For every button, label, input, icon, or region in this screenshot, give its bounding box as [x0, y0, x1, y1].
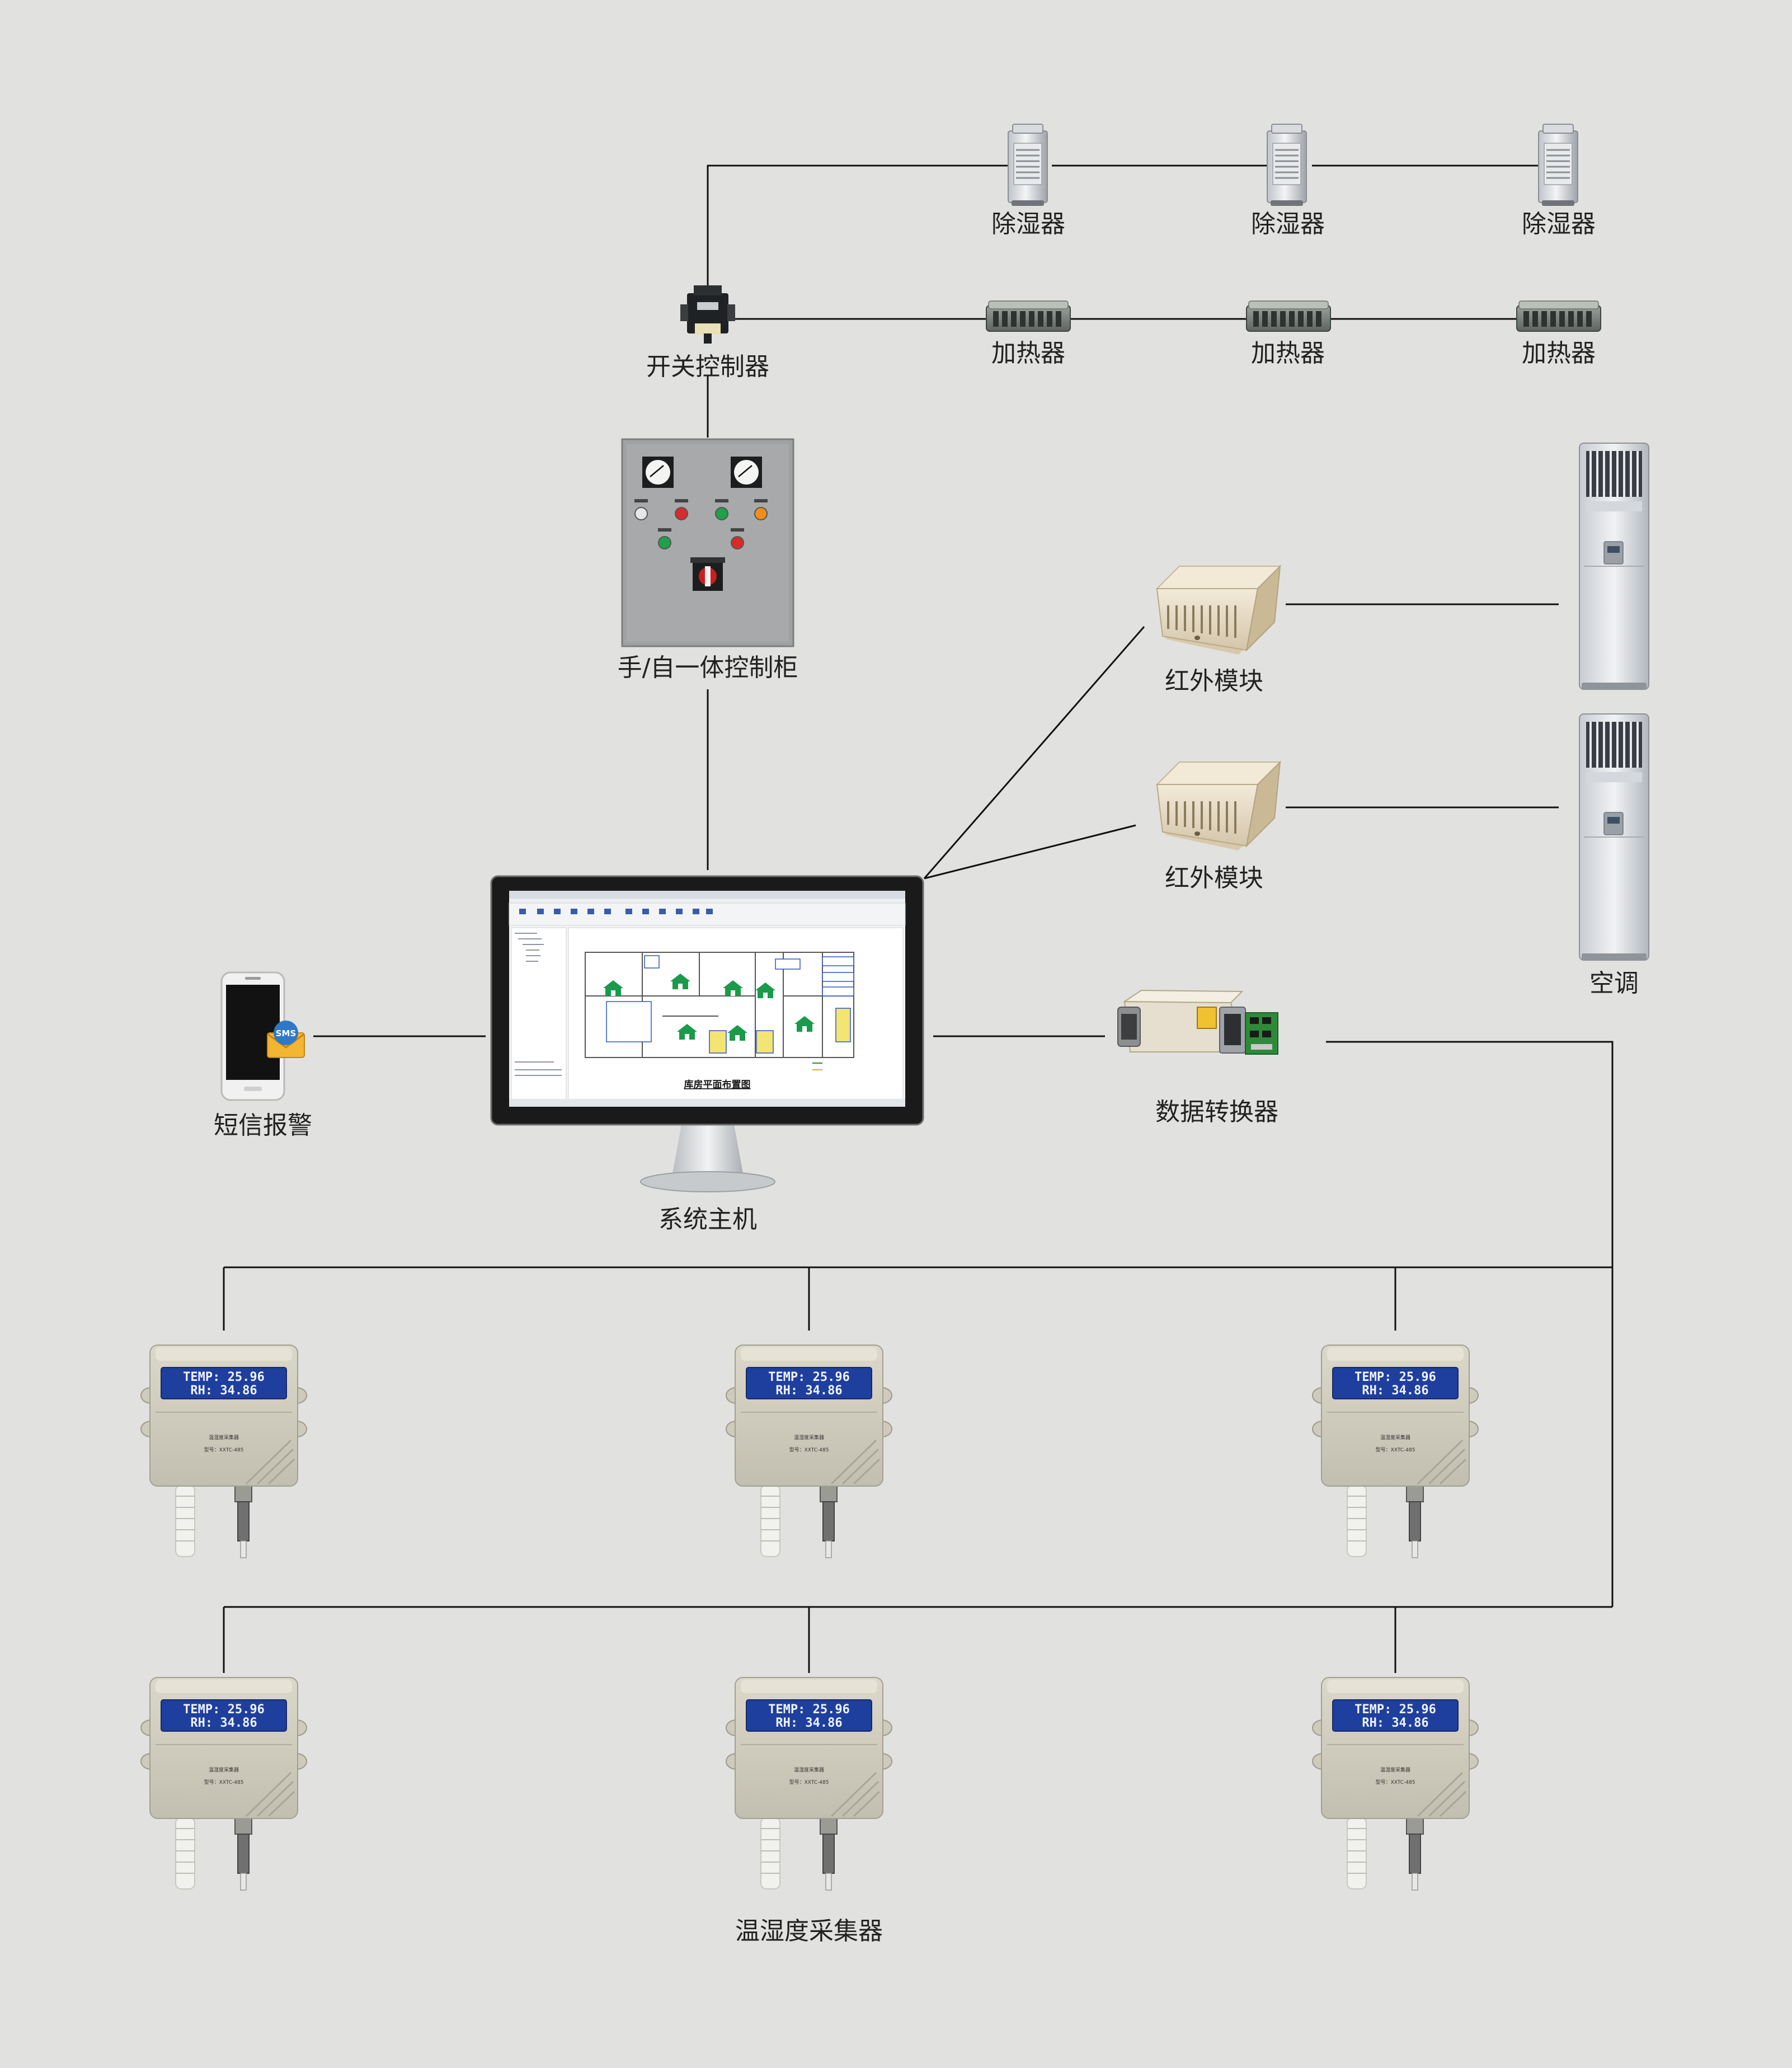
wires	[223, 164, 1614, 1673]
dehumidifier-label: 除湿器	[1251, 210, 1325, 238]
dehumidifier-2: 除湿器	[1251, 123, 1325, 238]
heater-3: 加热器	[1516, 300, 1601, 368]
lcd-temp: TEMP: 25.96	[768, 1370, 850, 1384]
sensor-name: 温湿度采集器	[794, 1434, 824, 1441]
lcd-rh: RH: 34.86	[1362, 1716, 1428, 1730]
heater-label: 加热器	[1522, 339, 1596, 368]
ir-module-label: 红外模块	[1165, 667, 1263, 695]
dehumidifier-label: 除湿器	[991, 210, 1065, 238]
sms-envelope-icon: SMS	[267, 1021, 305, 1058]
air-conditioner-2: 空调	[1578, 713, 1650, 998]
heater-1: 加热器	[986, 300, 1071, 368]
heater-2: 加热器	[1246, 300, 1331, 368]
lcd-temp: TEMP: 25.96	[183, 1370, 265, 1384]
switch-controller-label: 开关控制器	[646, 352, 769, 381]
sensor-group-label: 温湿度采集器	[735, 1917, 883, 1945]
host-label: 系统主机	[659, 1205, 757, 1234]
ir-module-label: 红外模块	[1165, 864, 1263, 892]
lcd-rh: RH: 34.86	[190, 1384, 257, 1398]
ir-module-1: 红外模块	[1156, 565, 1281, 695]
sensor-name: 温湿度采集器	[209, 1766, 239, 1773]
sms-alarm-label: 短信报警	[214, 1111, 312, 1140]
sensor-6: TEMP: 25.96 RH: 34.86 温湿度采集器 型号：XXTC-485	[1311, 1676, 1479, 1891]
air-conditioner-label: 空调	[1589, 969, 1639, 998]
lcd-rh: RH: 34.86	[775, 1384, 842, 1398]
lcd-rh: RH: 34.86	[190, 1716, 257, 1730]
control-cabinet-label: 手/自一体控制柜	[618, 654, 798, 682]
sensor-1: TEMP: 25.96 RH: 34.86 温湿度采集器 型号：XXTC-485	[140, 1344, 308, 1559]
sensor-3: TEMP: 25.96 RH: 34.86 温湿度采集器 型号：XXTC-485	[1311, 1344, 1479, 1559]
sensor-model: 型号：XXTC-485	[789, 1779, 829, 1785]
sensor-model: 型号：XXTC-485	[789, 1447, 829, 1453]
lcd-temp: TEMP: 25.96	[1354, 1703, 1436, 1717]
sensor-name: 温湿度采集器	[794, 1766, 824, 1773]
data-converter-label: 数据转换器	[1155, 1098, 1278, 1126]
sensor-name: 温湿度采集器	[209, 1434, 239, 1441]
lcd-rh: RH: 34.86	[775, 1716, 842, 1730]
lcd-temp: TEMP: 25.96	[183, 1703, 265, 1717]
lcd-rh: RH: 34.86	[1362, 1384, 1428, 1398]
lcd-temp: TEMP: 25.96	[1354, 1370, 1436, 1384]
data-converter: 数据转换器	[1117, 989, 1278, 1126]
air-conditioner-1	[1578, 442, 1650, 690]
sensor-model: 型号：XXTC-485	[204, 1447, 244, 1453]
sensor-5: TEMP: 25.96 RH: 34.86 温湿度采集器 型号：XXTC-485	[725, 1676, 893, 1891]
sensor-name: 温湿度采集器	[1380, 1434, 1410, 1441]
dehumidifier-1: 除湿器	[991, 123, 1065, 238]
sensor-model: 型号：XXTC-485	[1376, 1779, 1415, 1785]
sms-badge-text: SMS	[276, 1028, 297, 1038]
sensor-model: 型号：XXTC-485	[1376, 1447, 1415, 1453]
heater-label: 加热器	[1251, 339, 1325, 368]
host-screen: 库房平面布置图	[509, 891, 906, 1107]
lcd-temp: TEMP: 25.96	[768, 1703, 850, 1717]
sensor-4: TEMP: 25.96 RH: 34.86 温湿度采集器 型号：XXTC-485	[140, 1676, 308, 1891]
sensor-2: TEMP: 25.96 RH: 34.86 温湿度采集器 型号：XXTC-485	[725, 1344, 893, 1559]
dehumidifier-3: 除湿器	[1522, 123, 1596, 238]
switch-controller: 开关控制器	[646, 285, 769, 381]
control-cabinet: 手/自一体控制柜	[618, 438, 798, 682]
heater-label: 加热器	[991, 339, 1065, 368]
dehumidifier-label: 除湿器	[1522, 210, 1596, 238]
ir-module-2: 红外模块	[1156, 761, 1281, 892]
sms-alarm: SMS 短信报警	[214, 971, 312, 1140]
sensor-name: 温湿度采集器	[1380, 1766, 1410, 1773]
sensor-model: 型号：XXTC-485	[204, 1779, 244, 1785]
host-computer: 库房平面布置图 系统主机	[490, 875, 924, 1234]
floor-plan-title: 库房平面布置图	[684, 1079, 751, 1091]
